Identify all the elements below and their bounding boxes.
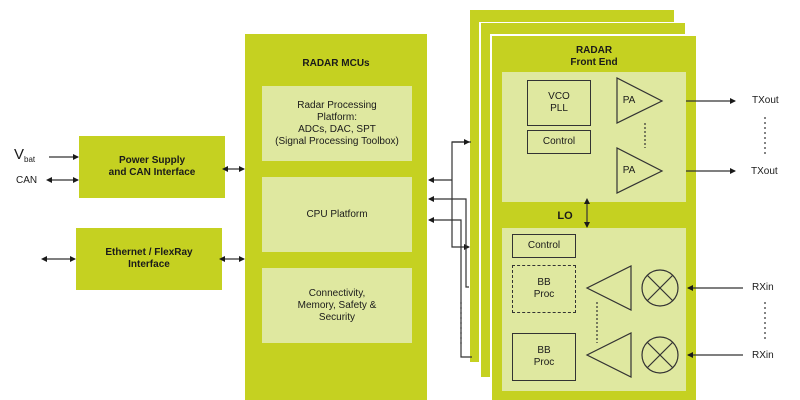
data-line-1 xyxy=(428,196,469,288)
radar-front-end-block: RADAR Front End VCO PLL Control PA PA LO… xyxy=(492,36,696,400)
radar-mcus-title: RADAR MCUs xyxy=(302,58,370,69)
ethernet-flexray-block: Ethernet / FlexRay Interface xyxy=(76,228,222,290)
txout-bottom-label: TXout xyxy=(751,166,778,177)
cpu-platform-label: CPU Platform xyxy=(306,208,368,220)
radar-processing-label: Radar Processing Platform: ADCs, DAC, SP… xyxy=(275,99,399,147)
data-line-2 xyxy=(428,217,472,358)
ethernet-flexray-title: Ethernet / FlexRay Interface xyxy=(105,247,193,270)
txout-top-label: TXout xyxy=(752,95,779,106)
connectivity-memory-safety: Connectivity, Memory, Safety & Security xyxy=(262,268,412,343)
power-supply-title: Power Supply and CAN Interface xyxy=(108,155,196,178)
vbat-main-text: V xyxy=(14,146,25,163)
pa-top-label: PA xyxy=(622,95,636,106)
vbat-subscript: bat xyxy=(24,155,36,164)
bb-proc-bottom-box: BB Proc xyxy=(512,333,576,381)
rx-control-box: Control xyxy=(512,234,576,258)
cpu-platform: CPU Platform xyxy=(262,177,412,252)
tx-control-box: Control xyxy=(527,130,591,154)
radar-mcus-block: RADAR MCUs Radar Processing Platform: AD… xyxy=(245,34,427,400)
rxin-top-label: RXin xyxy=(752,282,774,293)
front-end-title: RADAR Front End xyxy=(570,45,618,68)
rx-section: Control BB Proc BB Proc xyxy=(502,228,686,391)
control-bus-line xyxy=(451,141,471,250)
connectivity-label: Connectivity, Memory, Safety & Security xyxy=(297,287,377,323)
bb-proc-top-box: BB Proc xyxy=(512,265,576,313)
vbat-label: Vbat xyxy=(14,146,36,164)
lo-label: LO xyxy=(557,210,573,222)
pa-bottom-label: PA xyxy=(622,165,636,176)
power-supply-block: Power Supply and CAN Interface xyxy=(79,136,225,198)
vco-pll-box: VCO PLL xyxy=(527,80,591,126)
can-label: CAN xyxy=(16,175,38,186)
tx-section: VCO PLL Control PA PA xyxy=(502,72,686,202)
radar-processing-platform: Radar Processing Platform: ADCs, DAC, SP… xyxy=(262,86,412,161)
rxin-bottom-label: RXin xyxy=(752,350,774,361)
